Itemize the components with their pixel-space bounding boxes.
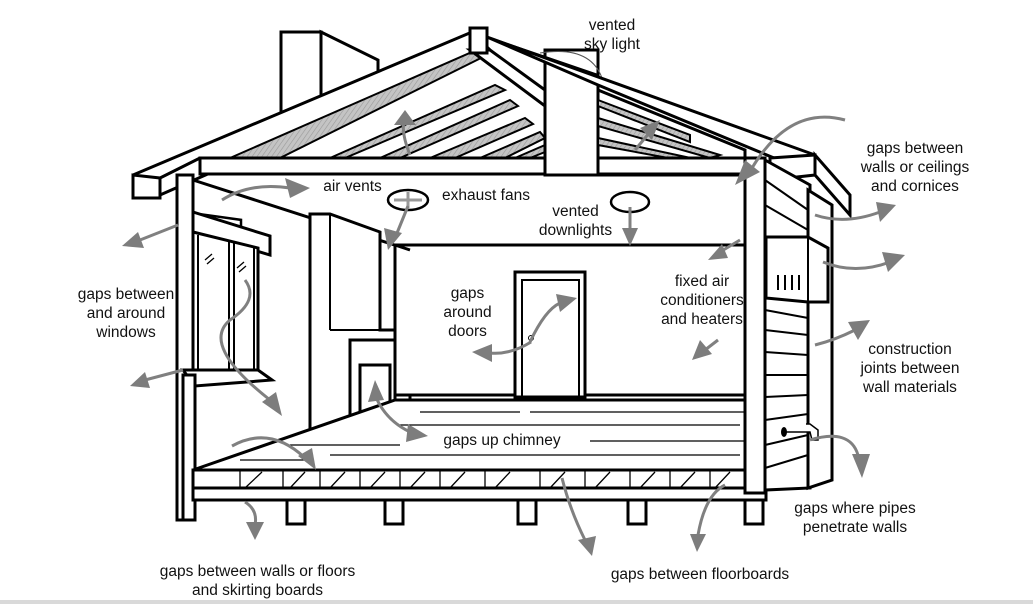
label-gaps-doors: gaps around doors xyxy=(443,285,492,340)
roof-right xyxy=(486,35,852,219)
label-gaps-pipes: gaps where pipes penetrate walls xyxy=(794,500,916,536)
label-gaps-windows: gaps between and around windows xyxy=(77,286,175,341)
label-gaps-floorboards: gaps between floorboards xyxy=(610,566,790,583)
door-icon xyxy=(513,270,587,399)
back-wall xyxy=(393,243,747,399)
label-air-vents: air vents xyxy=(323,178,382,195)
label-fixed-air-conditioners: fixed air conditioners and heaters xyxy=(660,273,744,328)
tap-icon xyxy=(781,423,819,441)
label-gaps-up-chimney: gaps up chimney xyxy=(443,432,561,449)
exhaust-fan-icon xyxy=(386,188,430,212)
airflow-arrows xyxy=(122,110,905,556)
label-construction-joints: construction joints between wall materia… xyxy=(860,341,960,396)
right-wall xyxy=(743,156,834,495)
window-icon xyxy=(180,209,277,522)
bottom-border xyxy=(0,600,1033,604)
label-exhaust-fans: exhaust fans xyxy=(442,187,530,204)
fireplace-icon xyxy=(308,212,397,442)
label-gaps-skirting: gaps between walls or floors and skirtin… xyxy=(159,563,356,599)
label-gaps-walls-ceilings-cornices: gaps between walls or ceilings and corni… xyxy=(860,140,970,195)
air-conditioner-icon xyxy=(764,235,830,304)
floor xyxy=(191,398,768,526)
label-vented-downlights: vented downlights xyxy=(538,203,613,239)
label-vented-sky-light: vented sky light xyxy=(584,17,640,53)
roof xyxy=(131,26,547,200)
